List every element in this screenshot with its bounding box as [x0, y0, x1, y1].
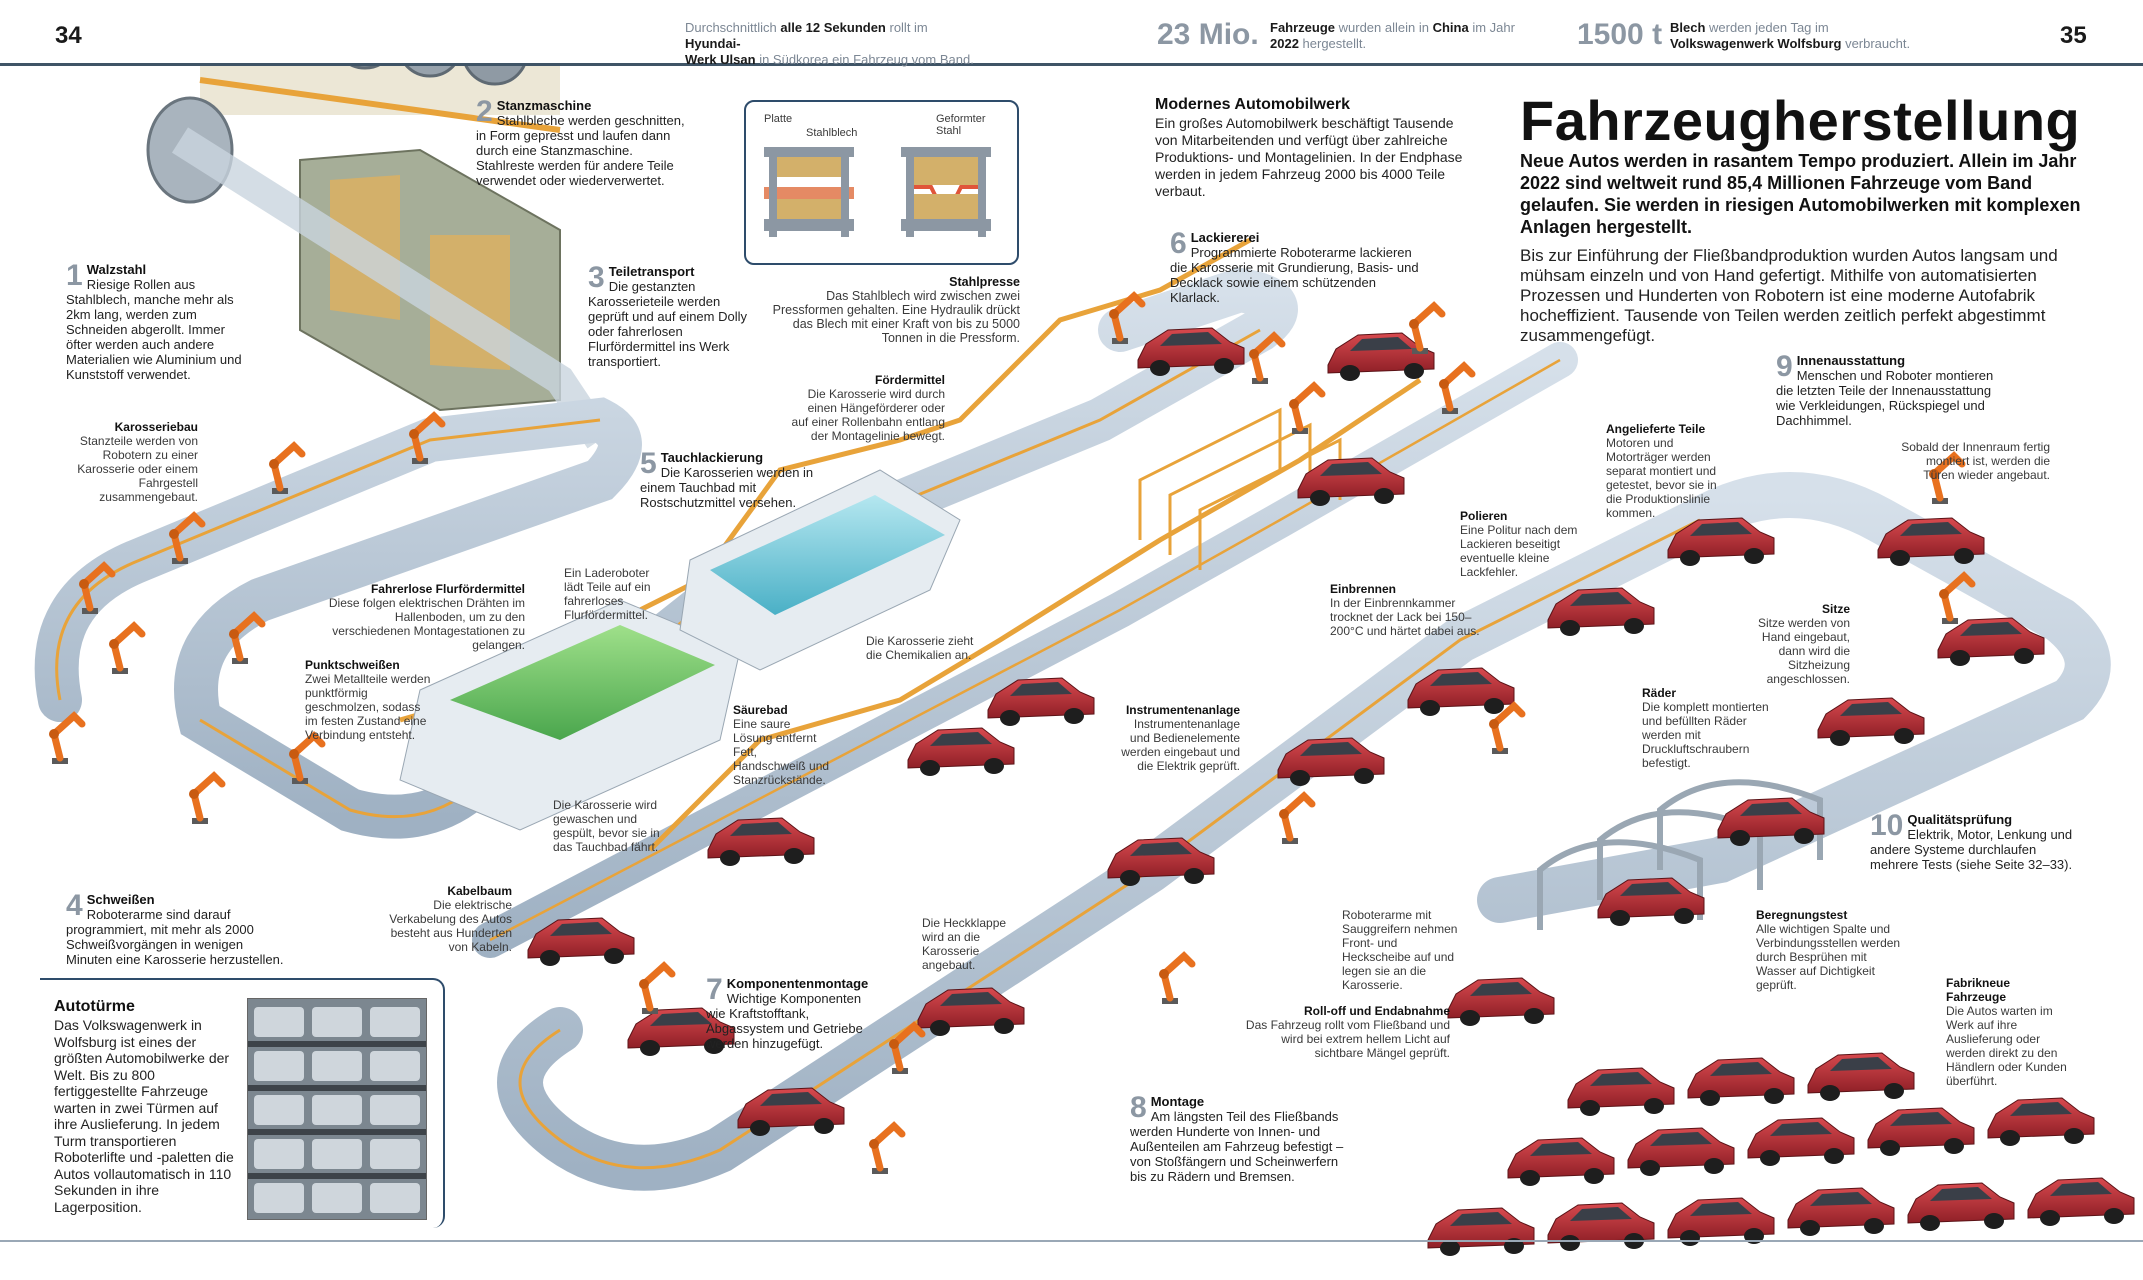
press-label-stahl: Stahl: [936, 125, 962, 137]
sidebar-autotuerme: Autotürme Das Volkswagenwerk in Wolfsbur…: [40, 978, 445, 1228]
sidebar-title: Autotürme: [54, 998, 135, 1015]
annotation-innenraum: Sobald der Innenraum fertig montiert ist…: [1901, 440, 2050, 482]
lead-paragraph: Neue Autos werden in rasantem Tempo prod…: [1520, 151, 2081, 237]
press-diagram: [764, 147, 991, 237]
header-fact-3: 1500 t Blech werden jeden Tag im Volkswa…: [1577, 18, 1911, 51]
press-label-geformter: Geformter: [936, 113, 986, 125]
body-paragraph: Bis zur Einführung der Fließbandprodukti…: [1520, 246, 2058, 345]
page-header: [0, 0, 2143, 66]
car-tower-graphic: [248, 999, 426, 1219]
sidebar-text: Das Volkswagenwerk in Wolfsburg ist eine…: [54, 1017, 234, 1215]
page-number-right: 35: [2060, 22, 2087, 49]
page-bottom-rule: [0, 1240, 2143, 1242]
annotation-gewaschen: Die Karosserie wird gewaschen und gespül…: [553, 798, 660, 854]
header-fact-1: Durchschnittlich alle 12 Sekunden rollt …: [685, 20, 974, 67]
acid-bath-tank: [399, 599, 741, 831]
car-tower-photo: [247, 998, 427, 1220]
page-title: Fahrzeugherstellung: [1520, 89, 2081, 152]
annotation-laderoboter: Ein Laderoboter lädt Teile auf ein fahre…: [564, 566, 651, 622]
modern-factory-box: Modernes Automobilwerk Ein großes Automo…: [1155, 96, 1463, 199]
press-label-stahlblech: Stahlblech: [806, 127, 858, 139]
annotation-heckklappe: Die Heckklappe wird an die Karosserie an…: [922, 916, 1007, 972]
press-diagram-box: Platte Stahlblech Geformter Stahl: [744, 100, 1019, 265]
page-number-left: 34: [55, 22, 82, 49]
press-label-platte: Platte: [764, 113, 793, 125]
annotation-saugreifer: Roboterarme mit Sauggreifern nehmen Fron…: [1342, 908, 1458, 992]
annotation-chemikalien: Die Karosserie zieht die Chemikalien an.: [866, 634, 974, 662]
header-fact-2: 23 Mio. Fahrzeuge wurden allein in China…: [1157, 18, 1515, 51]
dip-coating-tank: [679, 469, 961, 671]
